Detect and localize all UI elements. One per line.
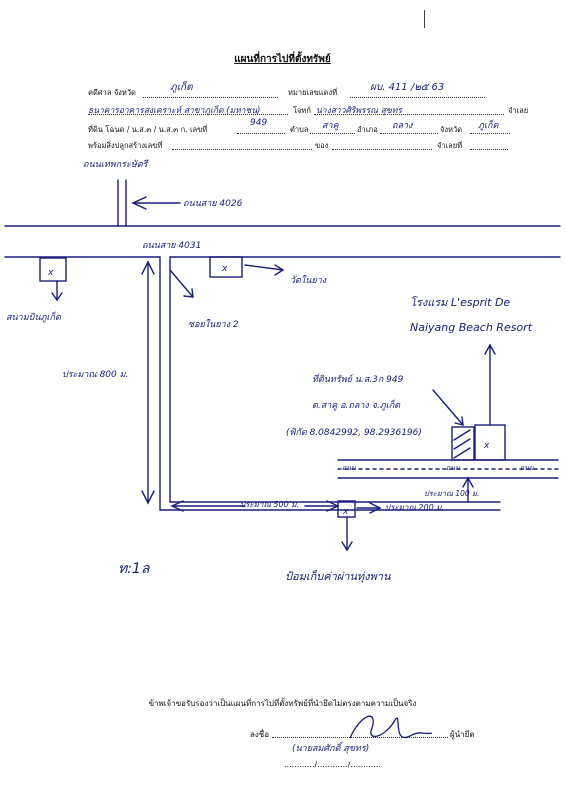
building-label: พร้อมสิ่งปลูกสร้างเลขที่ <box>88 141 163 150</box>
resort-label-line1: โรงแรม L'esprit De <box>410 296 511 309</box>
plaintiff-dotted-line <box>88 114 288 115</box>
land-value: 949 <box>250 118 268 128</box>
temple-x-mark: x <box>221 264 228 274</box>
deed-arrow-head <box>454 416 464 426</box>
distance-800-label: ประมาณ 800 ม. <box>62 370 129 380</box>
margin-mark <box>424 10 435 28</box>
road-4026-label: ถนนสาย 4026 <box>183 199 243 209</box>
bottom-left-distance-label: ประมาณ 500 ม. <box>240 500 300 509</box>
distance-100-arrow-head <box>462 476 474 488</box>
property-parcel <box>451 426 475 461</box>
distance-800-arrow-bottom <box>141 490 155 505</box>
defendant-no-label: จำเลยที่ <box>437 141 463 150</box>
certification-text: ข้าพเจ้าขอรับรองว่าเป็นแผนที่การไปที่ตั้… <box>148 699 417 708</box>
resort-arrow-head <box>484 343 496 355</box>
temple-arrow-line <box>244 264 284 271</box>
province-dotted-line <box>470 133 510 134</box>
bottom-left-arrow-head <box>170 500 184 512</box>
land-label: ที่ดิน โฉนด / น.ส.๓ / น.ส.๓ ก. เลขที่ <box>88 125 208 134</box>
case-label: หมายเลขแดงที่ <box>288 88 338 97</box>
province-label: จังหวัด <box>440 125 463 134</box>
tambon-value: สาคู <box>322 121 339 131</box>
land-deed-label: ที่ดินทรัพย์ น.ส.3ก 949 <box>312 375 404 385</box>
case-dotted-line <box>350 97 485 98</box>
airport-arrow-head <box>51 292 63 302</box>
temple-arrow-head <box>274 264 285 276</box>
alley-label: ซอยในยาง 2 <box>188 320 239 330</box>
road-right-label: ถนน <box>520 464 534 472</box>
alley-arrow-line <box>169 269 194 298</box>
of-dotted-line <box>332 149 432 150</box>
role-label: ผู้นำยึด <box>450 730 475 739</box>
land-location-label: ต.สาคู อ.ถลาง จ.ภูเก็ต <box>312 401 401 411</box>
amphoe-value: ถลาง <box>392 121 413 131</box>
defendant-dotted-line <box>314 114 504 115</box>
road-left-label: ถนน <box>342 464 356 472</box>
coordinates-label: (พิกัด 8.0842992, 98.2936196) <box>286 428 422 438</box>
road-4026-arrow-head <box>131 196 147 210</box>
case-value: ผบ. 411 /๒๕ 63 <box>370 82 445 93</box>
police-arrow-head <box>341 541 353 552</box>
temple-box <box>209 256 243 278</box>
defendant-label: จำเลย <box>508 106 529 115</box>
airport-box <box>39 257 67 282</box>
alley-arrow-head <box>183 288 194 298</box>
of-label: ของ <box>315 141 329 150</box>
bottom-right-distance-label: ประมาณ 200 ม. <box>385 503 445 512</box>
defendant-value: นางสาวศิริพรรณ สุขทร <box>316 106 402 116</box>
police-x-mark: x <box>342 507 349 517</box>
defendant-no-dotted-line <box>470 149 508 150</box>
parcel-hatch-2 <box>453 438 471 450</box>
land-dotted-line <box>237 133 285 134</box>
amphoe-label: อำเภอ <box>357 125 378 134</box>
police-box-label: ป้อมเก็บค่าผ่านทุ่งพาน <box>285 570 391 583</box>
plaintiff-value: ธนาคารอาคารสงเคราะห์ สาขาภูเก็ต (มหาชน) <box>88 106 261 116</box>
road-mid-label: ถนน <box>446 464 460 472</box>
amphoe-dotted-line <box>380 133 438 134</box>
sign-dotted-line <box>272 737 448 738</box>
airport-label: สนามบินภูเก็ต <box>6 313 61 323</box>
road-thepkrasattri-label: ถนนเทพกระษัตรี <box>83 160 148 170</box>
temple-label: วัดในยาง <box>290 276 327 286</box>
sign-label: ลงชื่อ <box>250 730 270 739</box>
parcel-hatch-3 <box>453 447 471 459</box>
airport-x-mark: x <box>47 268 54 278</box>
resort-x-mark: x <box>483 441 490 451</box>
court-dotted-line <box>143 97 278 98</box>
printed-name: (นายสมศักดิ์ สุขทร) <box>292 744 370 754</box>
bottom-right-arrow-head <box>369 502 382 514</box>
court-label: คดีศาล จังหวัด <box>88 88 136 97</box>
tambon-label: ตำบล <box>290 125 309 134</box>
north-label: ท:1ล <box>118 561 150 577</box>
plaintiff-label: โจทก์ <box>293 106 311 115</box>
road-4031-label: ถนนสาย 4031 <box>142 241 202 251</box>
deed-arrow-line <box>432 389 464 426</box>
resort-label-line2: Naiyang Beach Resort <box>410 321 533 334</box>
building-dotted-line <box>172 149 312 150</box>
province-value: ภูเก็ต <box>478 121 499 131</box>
date-line: ............/............/............ <box>284 760 381 769</box>
parcel-hatch-1 <box>453 429 471 441</box>
court-value: ภูเก็ต <box>170 82 193 93</box>
page-title: แผนที่การไปที่ตั้งทรัพย์ <box>234 54 331 65</box>
distance-800-arrow-top <box>141 260 155 275</box>
tambon-dotted-line <box>310 133 355 134</box>
distance-100-label: ประมาณ 100 ม. <box>424 489 480 498</box>
